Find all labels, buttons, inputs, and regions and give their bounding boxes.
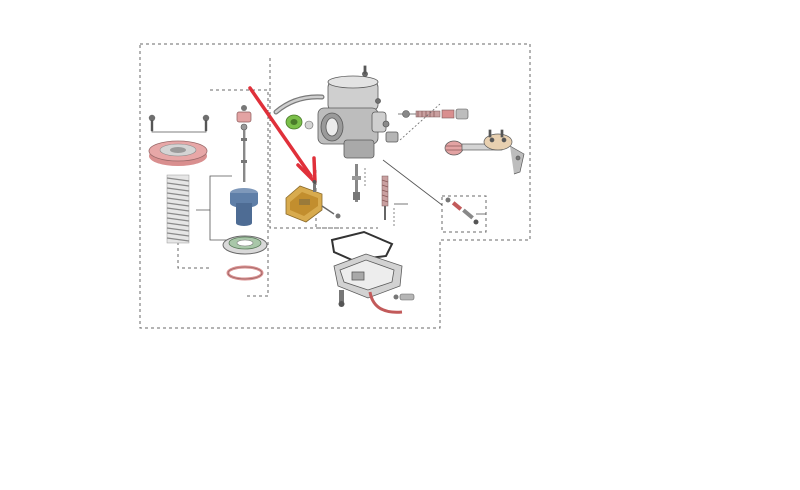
- needle-assembly: [236, 105, 252, 182]
- o-ring-left: [226, 265, 264, 281]
- outer-boundary: [139, 43, 531, 329]
- screw-left: [148, 114, 156, 131]
- callout-arrow: [248, 86, 317, 184]
- drain-screw: [338, 290, 345, 307]
- piston-subgroup: [177, 200, 210, 269]
- carburetor-body: [317, 65, 399, 159]
- float-bowl: [333, 253, 403, 299]
- drain-tube: [368, 291, 403, 314]
- float-needle: [312, 180, 317, 192]
- dashed-links: [364, 103, 441, 226]
- right-subgroup: [441, 195, 487, 233]
- jet-needle: [243, 130, 246, 182]
- jets: [352, 164, 389, 220]
- diaphragm-cover: [148, 140, 208, 166]
- idle-screw-assembly: [402, 108, 469, 120]
- screw-right: [202, 114, 210, 131]
- pilot-screw: [445, 197, 479, 225]
- o-ring-green: [285, 114, 303, 130]
- spring: [166, 174, 190, 244]
- vacuum-piston: [230, 188, 258, 226]
- diaphragm: [222, 235, 268, 255]
- throttle-lever-assembly: [444, 129, 525, 175]
- float: [285, 185, 341, 223]
- drain-plug: [393, 293, 415, 301]
- diaphragm-cover-assembly: [148, 114, 210, 244]
- needle-holder: [236, 105, 252, 131]
- float-bowl-gasket: [330, 230, 394, 262]
